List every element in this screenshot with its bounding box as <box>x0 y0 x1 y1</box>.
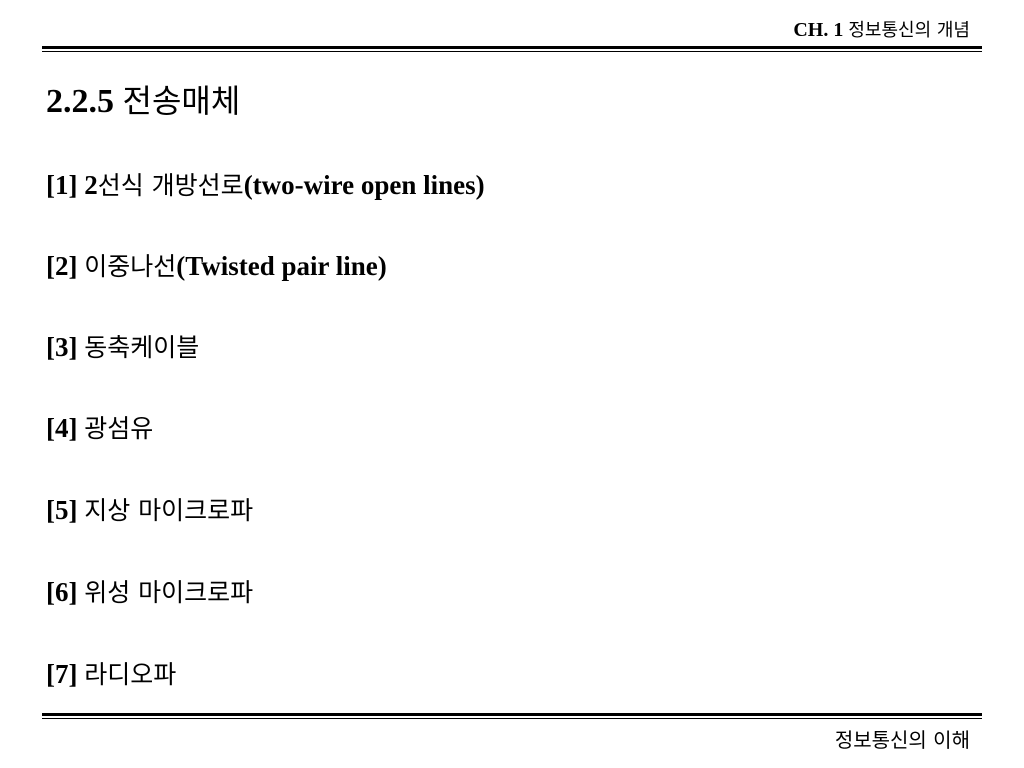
list-item-terrestrial-microwave: [5] 지상 마이크로파 <box>46 493 253 528</box>
list-item-coaxial: [3] 동축케이블 <box>46 330 199 365</box>
item-number: [4] <box>46 413 78 443</box>
item-prefix: 2 <box>84 170 98 200</box>
item-korean: 라디오파 <box>84 660 177 689</box>
list-item-optical-fiber: [4] 광섬유 <box>46 411 153 446</box>
item-korean: 지상 마이크로파 <box>84 496 254 525</box>
item-number: [1] <box>46 170 78 200</box>
item-english: (Twisted pair line) <box>176 251 387 281</box>
page-title: 2.2.5 전송매체 <box>46 76 240 122</box>
item-number: [5] <box>46 495 78 525</box>
header-divider <box>42 46 982 52</box>
item-number: [3] <box>46 332 78 362</box>
list-item-twisted-pair: [2] 이중나선(Twisted pair line) <box>46 249 387 284</box>
item-number: [7] <box>46 659 78 689</box>
item-english: (two-wire open lines) <box>243 170 485 200</box>
list-item-satellite-microwave: [6] 위성 마이크로파 <box>46 575 253 610</box>
item-korean: 광섬유 <box>84 414 154 443</box>
item-korean: 위성 마이크로파 <box>84 578 254 607</box>
footer-title: 정보통신의 이해 <box>834 728 970 752</box>
chapter-number: CH. 1 <box>793 19 844 41</box>
item-number: [2] <box>46 251 78 281</box>
section-title: 전송매체 <box>122 82 241 120</box>
list-item-radio-wave: [7] 라디오파 <box>46 657 176 692</box>
item-korean: 동축케이블 <box>84 333 200 362</box>
item-number: [6] <box>46 577 78 607</box>
item-korean: 이중나선 <box>84 252 177 281</box>
footer-divider <box>42 713 982 719</box>
chapter-header: CH. 1 정보통신의 개념 <box>793 16 970 42</box>
item-korean: 선식 개방선로 <box>97 171 244 200</box>
chapter-title: 정보통신의 개념 <box>848 20 970 41</box>
list-item-two-wire: [1] 2선식 개방선로(two-wire open lines) <box>46 168 485 203</box>
section-number: 2.2.5 <box>46 83 114 120</box>
